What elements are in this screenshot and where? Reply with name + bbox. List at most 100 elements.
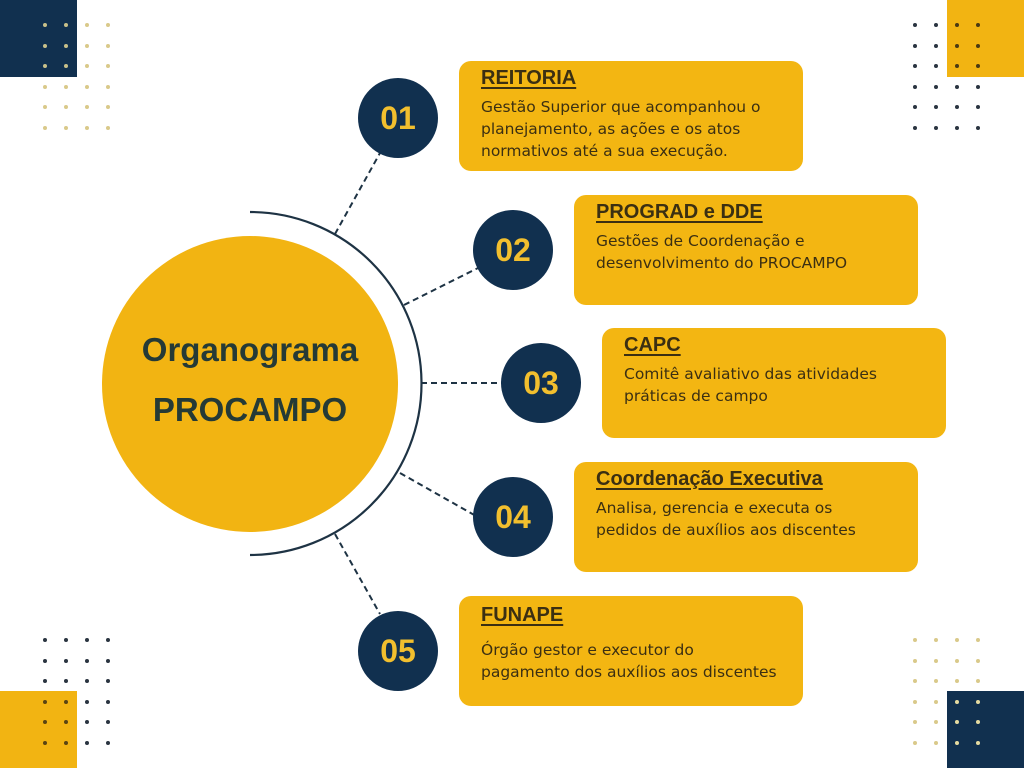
desc-line: desenvolvimento do PROCAMPO [596, 254, 848, 272]
decorative-dot [43, 659, 47, 663]
corner-square-bottom-left [0, 691, 77, 768]
decorative-dot [43, 638, 47, 642]
center-title-line1: Organograma [141, 331, 359, 368]
decorative-dot [85, 126, 89, 130]
decorative-dot [913, 126, 917, 130]
decorative-dot [934, 105, 938, 109]
desc-line: Gestão Superior que acompanhou o [481, 98, 761, 116]
decorative-dot [64, 126, 68, 130]
decorative-dot [43, 126, 47, 130]
card-description: Analisa, gerencia e executa os pedidos d… [596, 497, 898, 541]
decorative-dot [85, 638, 89, 642]
connector-04 [399, 472, 477, 517]
decorative-dot [106, 105, 110, 109]
decorative-dot [913, 679, 917, 683]
decorative-dot [64, 638, 68, 642]
decorative-dot [106, 126, 110, 130]
card-funape: FUNAPE Órgão gestor e executor do pagame… [459, 596, 803, 706]
card-title: PROGRAD e DDE [596, 201, 763, 223]
decorative-dot [913, 700, 917, 704]
card-title: REITORIA [481, 67, 577, 89]
decorative-dot [913, 23, 917, 27]
card-description: Gestão Superior que acompanhou o planeja… [481, 96, 783, 162]
decorative-dot [64, 720, 68, 724]
card-title: CAPC [624, 334, 681, 356]
decorative-dot [934, 741, 938, 745]
card-title: Coordenação Executiva [596, 468, 823, 490]
decorative-dot [934, 638, 938, 642]
desc-line: Comitê avaliativo das atividades [624, 365, 877, 383]
decorative-dot [976, 741, 980, 745]
card-description: Órgão gestor e executor do pagamento dos… [481, 639, 783, 683]
decorative-dot [43, 85, 47, 89]
decorative-dot [976, 44, 980, 48]
decorative-dot [934, 23, 938, 27]
decorative-dot [85, 105, 89, 109]
decorative-dot [955, 105, 959, 109]
decorative-dot [976, 105, 980, 109]
number-badge-05: 05 [358, 611, 438, 691]
decorative-dot [976, 126, 980, 130]
decorative-dot [955, 64, 959, 68]
decorative-dot [64, 700, 68, 704]
decorative-dot [955, 659, 959, 663]
decorative-dot [106, 44, 110, 48]
decorative-dot [106, 64, 110, 68]
decorative-dot [43, 741, 47, 745]
decorative-dot [106, 638, 110, 642]
connector-05 [334, 533, 381, 615]
card-capc: CAPC Comitê avaliativo das atividades pr… [602, 328, 946, 438]
number-badge-03: 03 [501, 343, 581, 423]
decorative-dot [106, 85, 110, 89]
desc-line: normativos até a sua execução. [481, 142, 728, 160]
decorative-dot [913, 659, 917, 663]
decorative-dot [934, 85, 938, 89]
decorative-dot [64, 679, 68, 683]
connector-01 [334, 152, 381, 235]
center-title-line2: PROCAMPO [152, 391, 348, 428]
decorative-dot [85, 659, 89, 663]
decorative-dot [955, 741, 959, 745]
corner-square-bottom-right [947, 691, 1024, 768]
connector-02 [403, 267, 479, 306]
decorative-dot [85, 44, 89, 48]
decorative-dot [85, 64, 89, 68]
decorative-dot [913, 64, 917, 68]
decorative-dot [913, 105, 917, 109]
decorative-dot [106, 741, 110, 745]
decorative-dot [64, 85, 68, 89]
decorative-dot [85, 23, 89, 27]
decorative-dot [955, 44, 959, 48]
decorative-dot [85, 679, 89, 683]
decorative-dot [64, 44, 68, 48]
decorative-dot [976, 720, 980, 724]
decorative-dot [913, 44, 917, 48]
decorative-dot [934, 126, 938, 130]
decorative-dot [976, 679, 980, 683]
decorative-dot [955, 679, 959, 683]
decorative-dot [43, 44, 47, 48]
decorative-dot [106, 720, 110, 724]
decorative-dot [106, 23, 110, 27]
decorative-dot [64, 105, 68, 109]
center-circle: Organograma PROCAMPO [102, 236, 398, 532]
decorative-dot [43, 23, 47, 27]
card-coordenacao-executiva: Coordenação Executiva Analisa, gerencia … [574, 462, 918, 572]
decorative-dot [934, 679, 938, 683]
card-reitoria: REITORIA Gestão Superior que acompanhou … [459, 61, 803, 171]
corner-square-top-right [947, 0, 1024, 77]
decorative-dot [976, 23, 980, 27]
decorative-dot [976, 85, 980, 89]
decorative-dot [106, 679, 110, 683]
decorative-dot [64, 659, 68, 663]
card-description: Gestões de Coordenação e desenvolvimento… [596, 230, 898, 274]
card-title: FUNAPE [481, 604, 564, 626]
number-badge-02: 02 [473, 210, 553, 290]
decorative-dot [955, 700, 959, 704]
decorative-dot [85, 700, 89, 704]
decorative-dot [85, 85, 89, 89]
desc-line: Gestões de Coordenação e [596, 232, 805, 250]
desc-line: pagamento dos auxílios aos discentes [481, 663, 777, 681]
decorative-dot [976, 700, 980, 704]
